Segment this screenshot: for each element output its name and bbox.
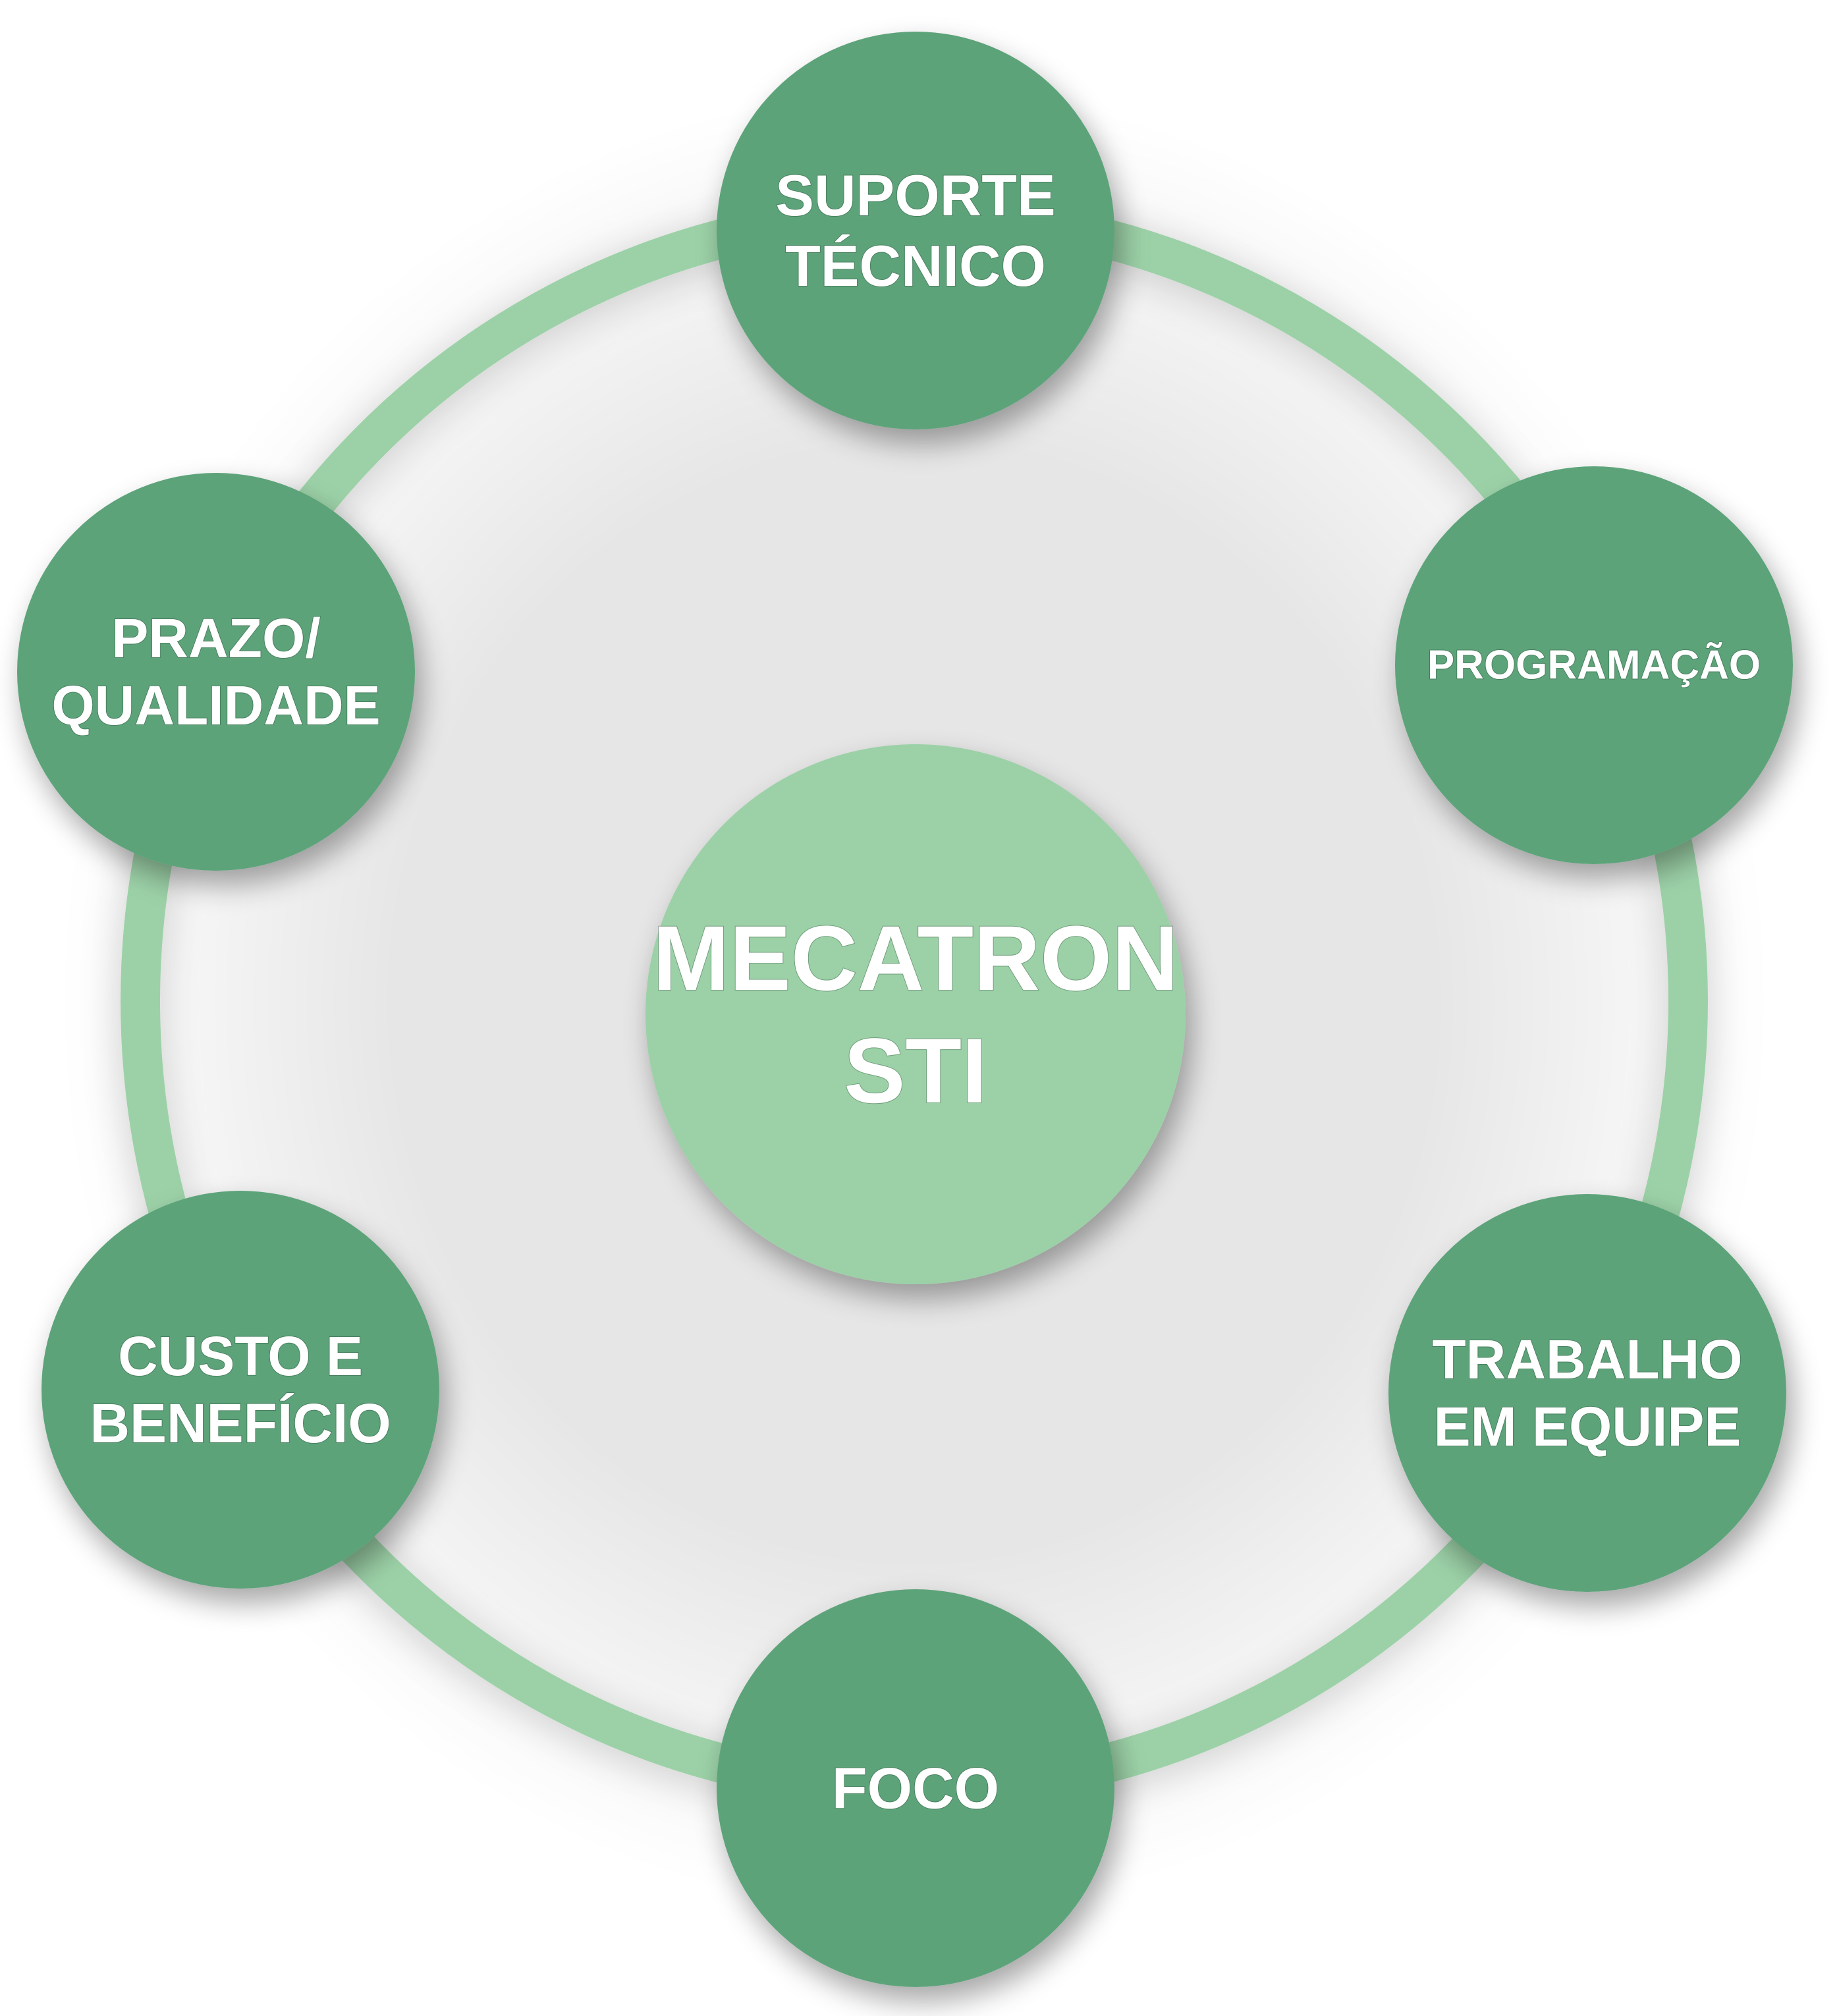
- center-label-line-1: MECATRON: [653, 906, 1178, 1010]
- center-circle: [645, 744, 1186, 1284]
- node-programacao: PROGRAMAÇÃO: [1395, 466, 1793, 864]
- node-label-trabalho-em-equipe-line-2: EM EQUIPE: [1434, 1396, 1741, 1458]
- node-circle-programacao: [1395, 466, 1793, 864]
- node-label-foco-line-1: FOCO: [832, 1756, 999, 1821]
- node-label-prazo-qualidade-line-1: PRAZO/: [111, 607, 320, 669]
- node-circle-suporte-tecnico: [717, 32, 1114, 429]
- node-label-custo-e-beneficio-line-2: BENEFÍCIO: [90, 1392, 391, 1454]
- node-foco: FOCO: [717, 1589, 1114, 1987]
- node-label-suporte-tecnico-line-2: TÉCNICO: [785, 233, 1046, 298]
- node-label-custo-e-beneficio-line-1: CUSTO E: [118, 1325, 363, 1387]
- node-label-trabalho-em-equipe-line-1: TRABALHO: [1432, 1328, 1742, 1390]
- node-circle-prazo-qualidade: [17, 473, 415, 871]
- node-label-suporte-tecnico-line-1: SUPORTE: [775, 163, 1055, 228]
- node-circle-foco: [717, 1589, 1114, 1987]
- node-prazo-qualidade: PRAZO/QUALIDADE: [17, 473, 415, 871]
- node-circle-custo-e-beneficio: [41, 1191, 439, 1589]
- node-label-programacao-line-1: PROGRAMAÇÃO: [1427, 643, 1761, 688]
- center-label-line-2: STI: [844, 1019, 987, 1122]
- node-circle-trabalho-em-equipe: [1388, 1194, 1786, 1592]
- node-label-prazo-qualidade-line-2: QUALIDADE: [51, 674, 380, 736]
